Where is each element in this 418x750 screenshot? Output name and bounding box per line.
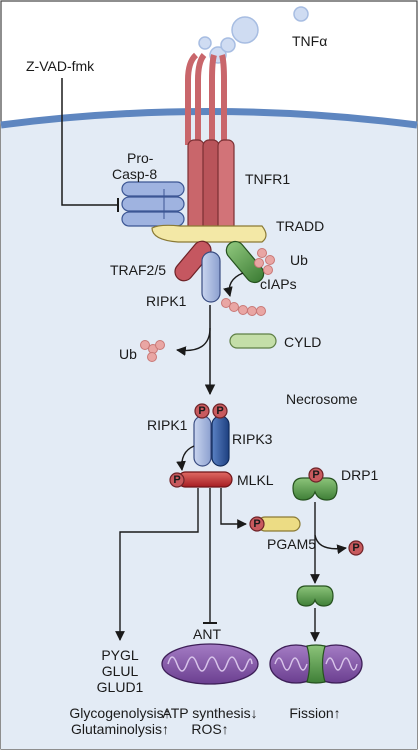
procasp-label-line2: Casp-8	[112, 166, 158, 182]
ripk1-complex	[201, 251, 221, 303]
ub-top-label: Ub	[290, 252, 308, 268]
necrosome-ripk3	[211, 415, 230, 467]
tradd-label: TRADD	[276, 218, 325, 234]
p-drp1: P	[312, 469, 320, 481]
p-pgam5: P	[253, 518, 261, 530]
phospho-ripk3	[212, 403, 228, 419]
phospho-drp1	[308, 467, 324, 483]
pro-caspase-8	[121, 181, 185, 227]
tnfr1-receptor	[185, 52, 235, 233]
zvad-label: Z-VAD-fmk	[26, 58, 95, 74]
drp1-label: DRP1	[341, 467, 379, 483]
p-ripk3: P	[216, 405, 224, 417]
drp1-active	[296, 585, 334, 607]
ripk1-top-label: RIPK1	[146, 293, 187, 309]
necrosome-label: Necrosome	[286, 391, 358, 407]
mlkl-label: MLKL	[237, 472, 274, 488]
ubiquitin-chain-top	[254, 248, 275, 275]
p-mlkl: P	[173, 474, 181, 486]
traf-label: TRAF2/5	[110, 262, 167, 278]
ciaps-label: cIAPs	[260, 276, 297, 292]
phospho-pgam5	[249, 516, 265, 532]
mlkl	[177, 471, 233, 488]
procasp-label-line1: Pro-	[127, 150, 154, 166]
ubiquitin-released	[140, 340, 165, 362]
necrosome-ripk1	[193, 415, 212, 467]
fission-outcome-label: Fission↑	[289, 705, 341, 721]
dephosphorylation-arrow	[314, 534, 347, 555]
pgam5-arrow	[220, 488, 247, 529]
tradd	[151, 224, 267, 243]
ubiquitination-arrow	[223, 272, 244, 297]
phospho-mlkl	[169, 472, 185, 488]
traf2-5	[174, 240, 212, 282]
tnf-alpha-label: TNFα	[292, 33, 328, 49]
p-released: P	[352, 542, 360, 554]
ripk3-label: RIPK3	[232, 431, 273, 447]
pgam5-label: PGAM5	[267, 536, 317, 552]
ubiquitin-chain-ripk1	[221, 298, 266, 316]
mitochondrion-fission	[269, 644, 363, 684]
p-ripk1: P	[198, 405, 206, 417]
phospho-ripk1	[194, 403, 210, 419]
ciaps	[225, 240, 265, 284]
ub-left-label: Ub	[119, 346, 137, 362]
metabolic-outcome-label: Glycogenolysis↑ Glutaminolysis↑	[69, 705, 171, 737]
released-phosphate	[348, 540, 364, 556]
zvad-inhibition-line	[61, 78, 117, 206]
cyld	[229, 333, 277, 349]
metabolic-targets-label: PYGL GLUL GLUD1	[96, 647, 144, 695]
ripk1-necrosome-label: RIPK1	[147, 417, 188, 433]
mito-outcome-label: ATP synthesis↓ ROS↑	[162, 705, 258, 737]
mlkl-phosphorylation-arrow	[176, 445, 195, 471]
mitochondrion-ant	[161, 643, 259, 685]
tnfr1-label: TNFR1	[245, 171, 291, 187]
ant-label: ANT	[193, 626, 221, 642]
cyld-label: CYLD	[284, 334, 322, 350]
metabolic-branch-arrow	[115, 488, 199, 641]
drp1-phosphorylated	[292, 477, 338, 501]
